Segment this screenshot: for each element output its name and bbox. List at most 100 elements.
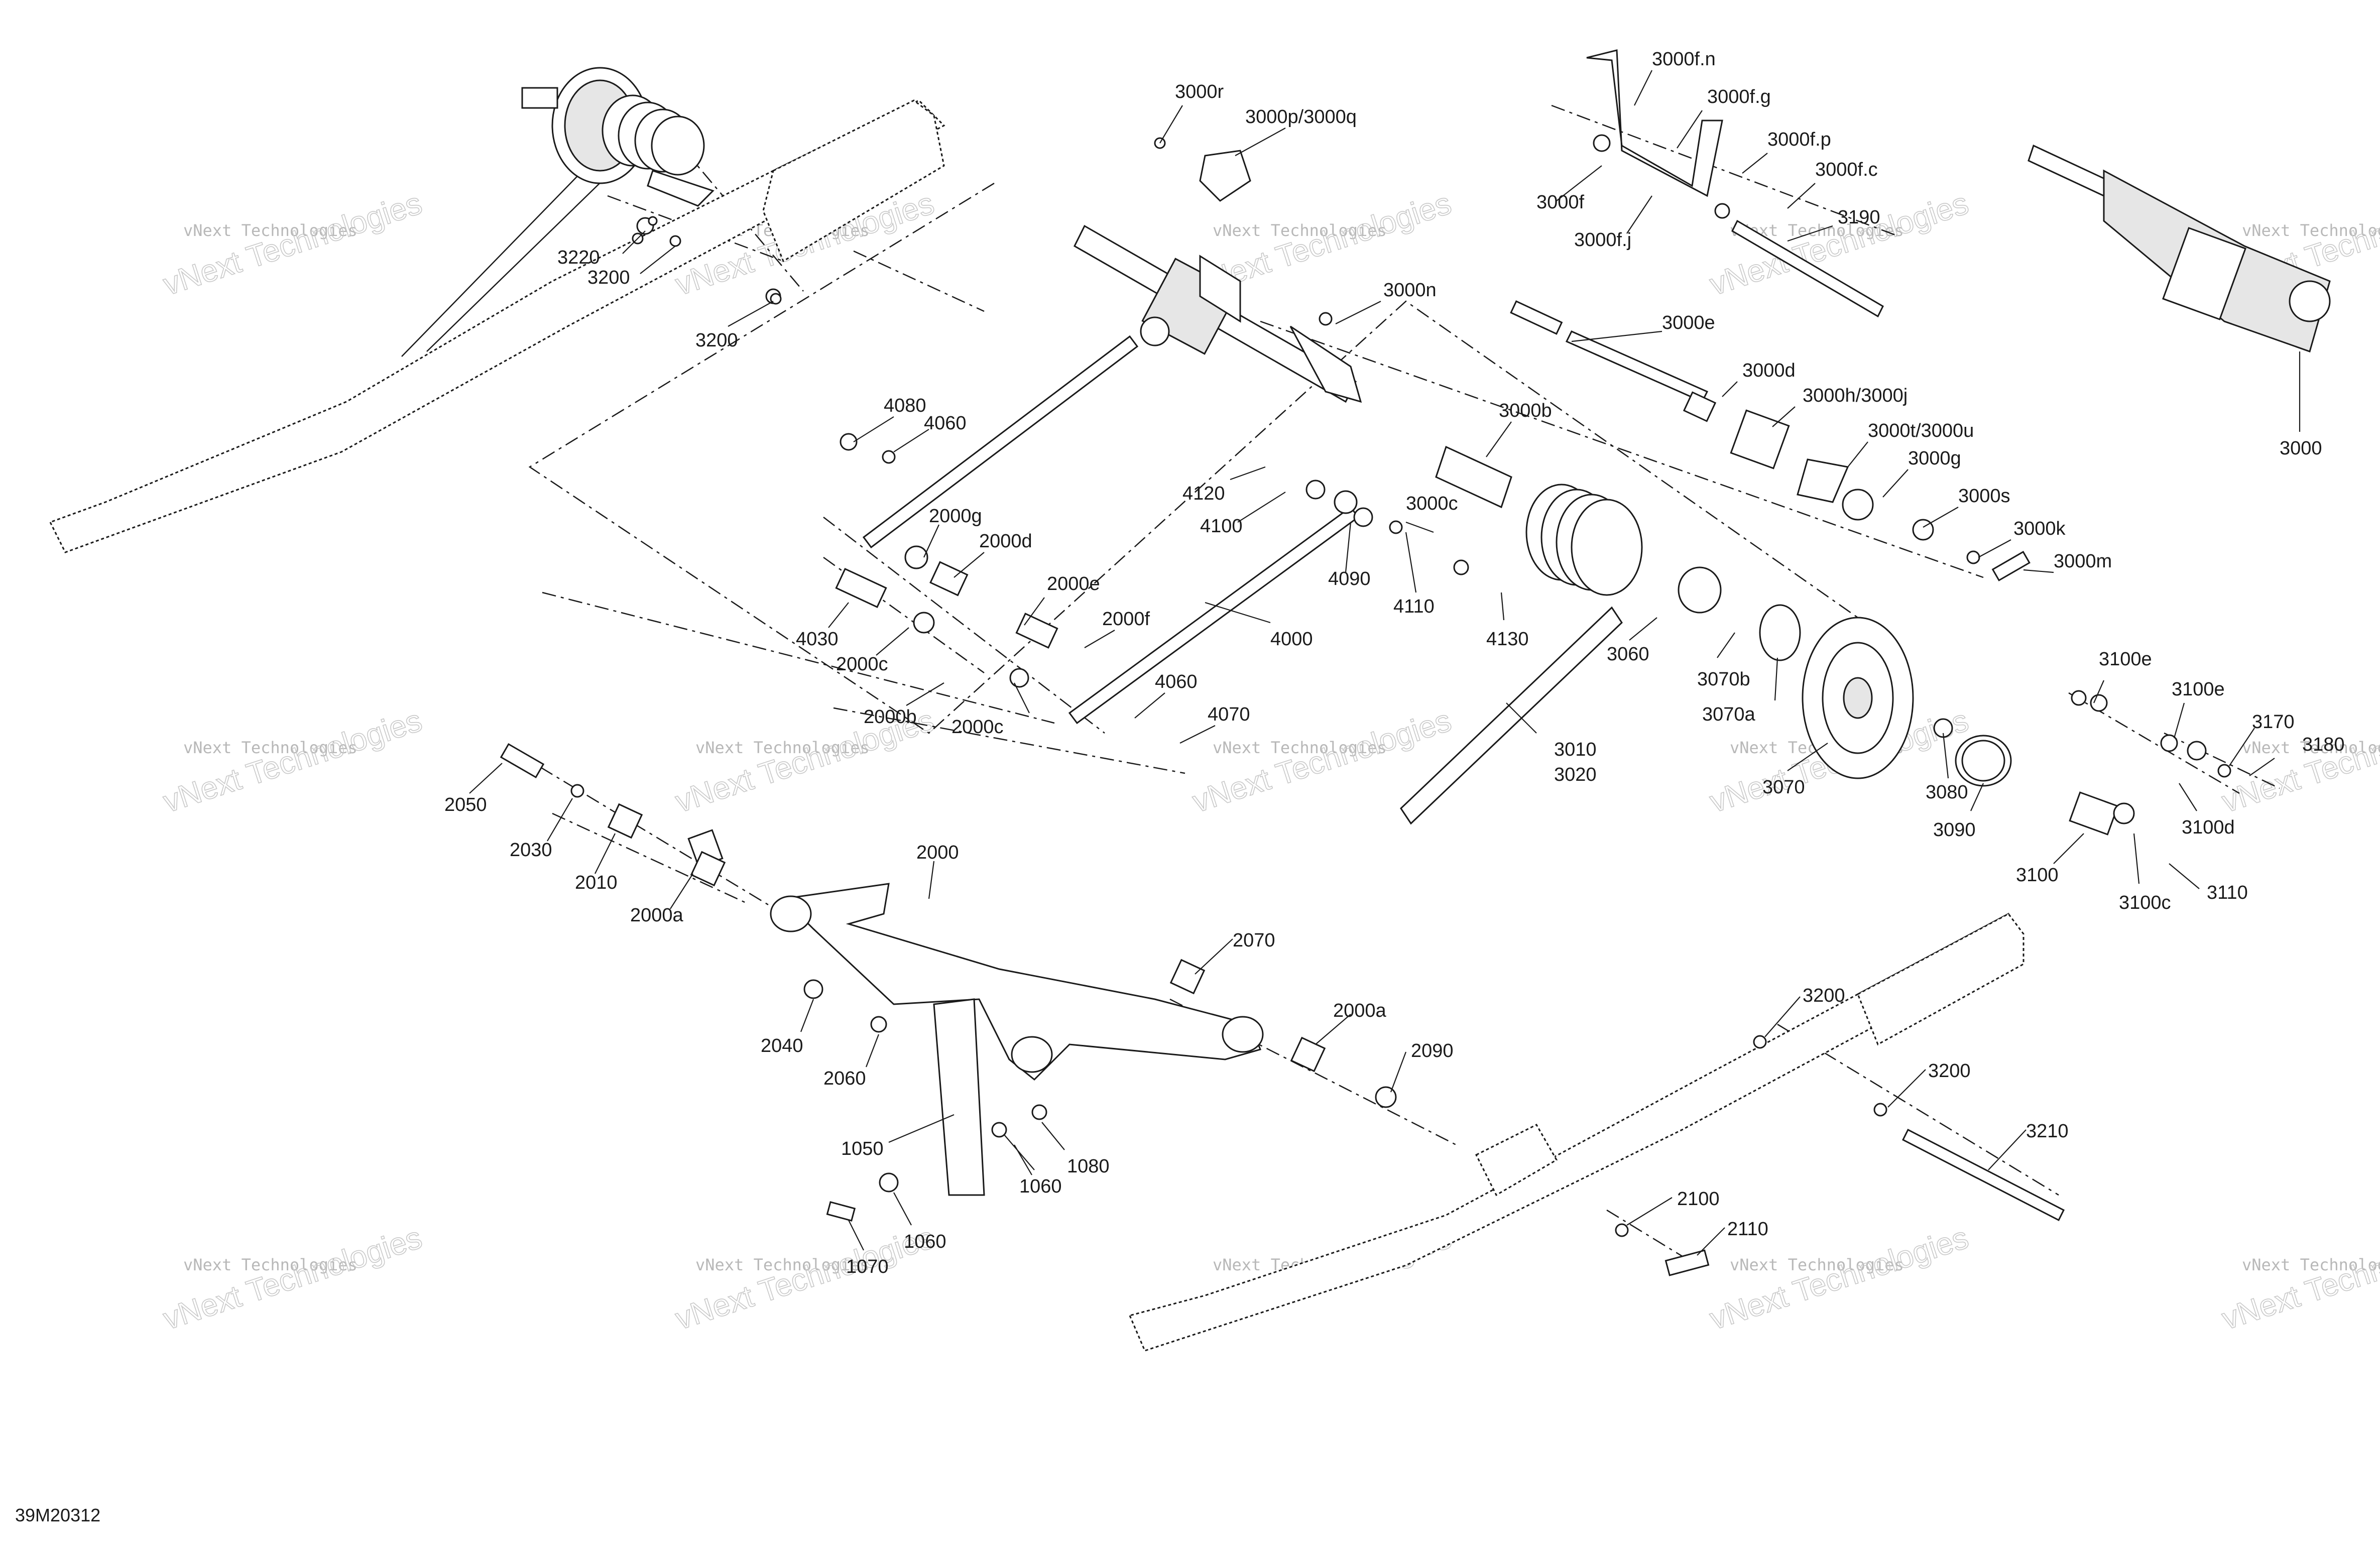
callout-4120: 4120 (1182, 483, 1225, 504)
callout-3100c: 3100c (2119, 892, 2171, 913)
callout-4110: 4110 (1393, 596, 1435, 617)
callout-4100: 4100 (1200, 516, 1243, 537)
callout-3000h-3000j: 3000h/3000j (1803, 385, 1908, 406)
callout-3000f: 3000f (1536, 192, 1585, 213)
callout-3000: 3000 (2280, 438, 2322, 459)
callout-3100d: 3100d (2182, 817, 2235, 838)
callout-3000f-j: 3000f.j (1574, 229, 1631, 251)
callout-3000c: 3000c (1406, 493, 1458, 514)
callout-3000d: 3000d (1742, 360, 1796, 381)
callout-2030: 2030 (510, 840, 552, 861)
callout-3000f-c: 3000f.c (1815, 159, 1878, 180)
upper-bracket-assembly (1586, 49, 1884, 318)
watermark-line1: vNext Technologies (183, 1255, 358, 1274)
callout-4030: 4030 (796, 629, 839, 650)
callout-3010: 3010 (1554, 739, 1597, 760)
callout-3100e-b: 3100e (2172, 679, 2225, 700)
callout-2010: 2010 (575, 872, 618, 893)
watermark-line1: vNext Technologies (183, 221, 358, 240)
small-parts (500, 216, 2231, 1276)
callout-2000f: 2000f (1102, 609, 1150, 630)
callout-4060-b: 4060 (1155, 671, 1198, 692)
callout-3100e-a: 3100e (2099, 649, 2152, 670)
callout-3200-d: 3200 (1928, 1060, 1971, 1082)
callout-3000b: 3000b (1499, 400, 1552, 421)
diagram-reference-code: 39M20312 (15, 1505, 100, 1525)
rear-shaft-assembly (2028, 144, 2331, 352)
callout-3080: 3080 (1926, 782, 1968, 803)
watermark-line2: vNext Technologies (159, 186, 426, 302)
callout-4000: 4000 (1270, 629, 1313, 650)
callout-3000f-p: 3000f.p (1767, 129, 1831, 150)
callout-3020: 3020 (1554, 764, 1597, 785)
callout-3000f-g: 3000f.g (1707, 86, 1771, 107)
callout-4080: 4080 (884, 395, 926, 416)
callout-3070a: 3070a (1702, 704, 1756, 725)
callout-3000r: 3000r (1175, 81, 1224, 102)
callout-2000g: 2000g (929, 506, 982, 527)
callout-4060-a: 4060 (924, 413, 967, 434)
callout-3000k: 3000k (2013, 518, 2066, 539)
watermark-line1: vNext Technologies (2242, 221, 2380, 240)
callout-labels: 3000r 3000p/3000q 3000f.n 3000f.g 3000f.… (444, 49, 2345, 1277)
callout-3070: 3070 (1762, 777, 1805, 798)
left-rail (49, 99, 945, 553)
callout-3000m: 3000m (2054, 551, 2112, 572)
callout-1060-a: 1060 (1019, 1176, 1062, 1197)
callout-4130: 4130 (1486, 629, 1529, 650)
watermark-line1: vNext Technologies (1730, 1255, 1904, 1274)
callout-2100: 2100 (1677, 1189, 1720, 1210)
callout-2000d: 2000d (979, 531, 1032, 552)
torsion-spring (1525, 484, 1643, 596)
callout-1070: 1070 (846, 1256, 889, 1277)
callout-2000a-b: 2000a (1333, 1000, 1387, 1021)
callout-3000s: 3000s (1958, 486, 2010, 507)
watermark-line2: vNext Technologies (671, 1220, 938, 1336)
callout-3100: 3100 (2016, 865, 2059, 886)
callout-3200-b: 3200 (695, 330, 738, 351)
watermark-line2: vNext Technologies (2218, 703, 2380, 819)
callout-2090: 2090 (1411, 1040, 1454, 1061)
callout-2000b: 2000b (864, 706, 917, 728)
callout-2040: 2040 (761, 1035, 803, 1056)
watermark-line1: vNext Technologies (1213, 221, 1387, 240)
callout-3170: 3170 (2252, 711, 2295, 733)
callout-2050: 2050 (444, 794, 487, 815)
central-shaft-assembly (1074, 137, 1362, 403)
watermark-line1: vNext Technologies (695, 1255, 870, 1274)
callout-2000c-b: 2000c (951, 717, 1004, 738)
watermark-line2: vNext Technologies (159, 1220, 426, 1336)
callout-3000f-n: 3000f.n (1652, 49, 1716, 70)
right-rail (1128, 912, 2025, 1352)
callout-3070b: 3070b (1697, 669, 1750, 690)
watermark-line1: vNext Technologies (2242, 738, 2380, 757)
callout-3000e: 3000e (1662, 312, 1715, 333)
watermark-line2: vNext Technologies (159, 703, 426, 819)
callout-1080: 1080 (1067, 1156, 1110, 1177)
watermark-line1: vNext Technologies (1213, 738, 1387, 757)
callout-3190: 3190 (1838, 207, 1880, 228)
callout-2000e: 2000e (1047, 573, 1100, 595)
callout-1050: 1050 (841, 1138, 884, 1159)
callout-3200-c: 3200 (1803, 985, 1845, 1006)
callout-3090: 3090 (1933, 819, 1976, 841)
callout-leaders (469, 70, 2301, 1256)
callout-3210: 3210 (2026, 1121, 2069, 1142)
callout-3180: 3180 (2302, 734, 2345, 755)
callout-4070: 4070 (1208, 704, 1250, 725)
callout-2000a-a: 2000a (630, 905, 684, 926)
callout-2070: 2070 (1233, 930, 1275, 951)
callout-3060: 3060 (1607, 644, 1649, 665)
watermark-line2: vNext Technologies (2218, 1220, 2380, 1336)
callout-3000p-3000q: 3000p/3000q (1245, 106, 1357, 128)
callout-2060: 2060 (823, 1068, 866, 1089)
callout-2000c-a: 2000c (836, 654, 888, 675)
callout-1060-b: 1060 (904, 1231, 946, 1252)
callout-3220: 3220 (557, 247, 600, 268)
